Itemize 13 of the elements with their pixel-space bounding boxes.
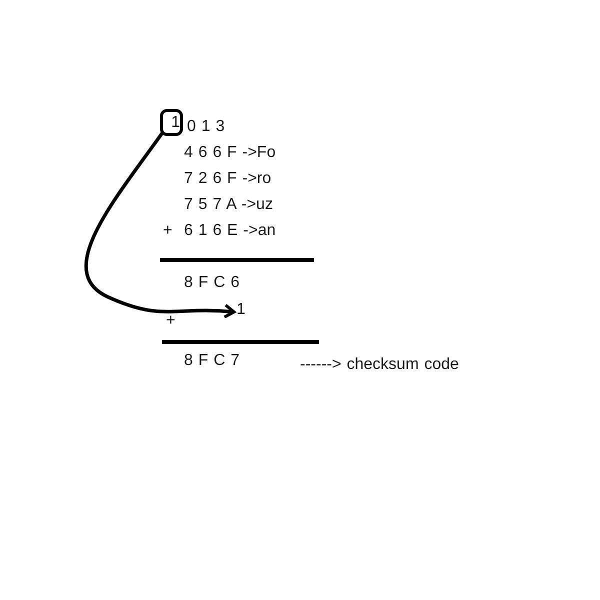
sum-text: 4 6 6 F ->Fo: [184, 143, 276, 163]
sum-text: 0 1 3: [187, 117, 225, 137]
sum-text: 7 5 7 A ->uz: [184, 195, 273, 215]
sum-text: +: [163, 221, 172, 241]
sum-text: +: [166, 311, 176, 331]
sum-text: 8 F C 7: [184, 351, 240, 371]
sum-text: 7 2 6 F ->ro: [184, 169, 272, 189]
carry-arrow: [84, 130, 236, 319]
carry-digit: 1: [234, 300, 248, 320]
sum-text: ------> checksum code: [300, 355, 459, 375]
sum-text: 8 F C 6: [184, 273, 240, 293]
circled-digit: 1: [160, 109, 183, 136]
sum-text: 6 1 6 E ->an: [184, 221, 276, 241]
